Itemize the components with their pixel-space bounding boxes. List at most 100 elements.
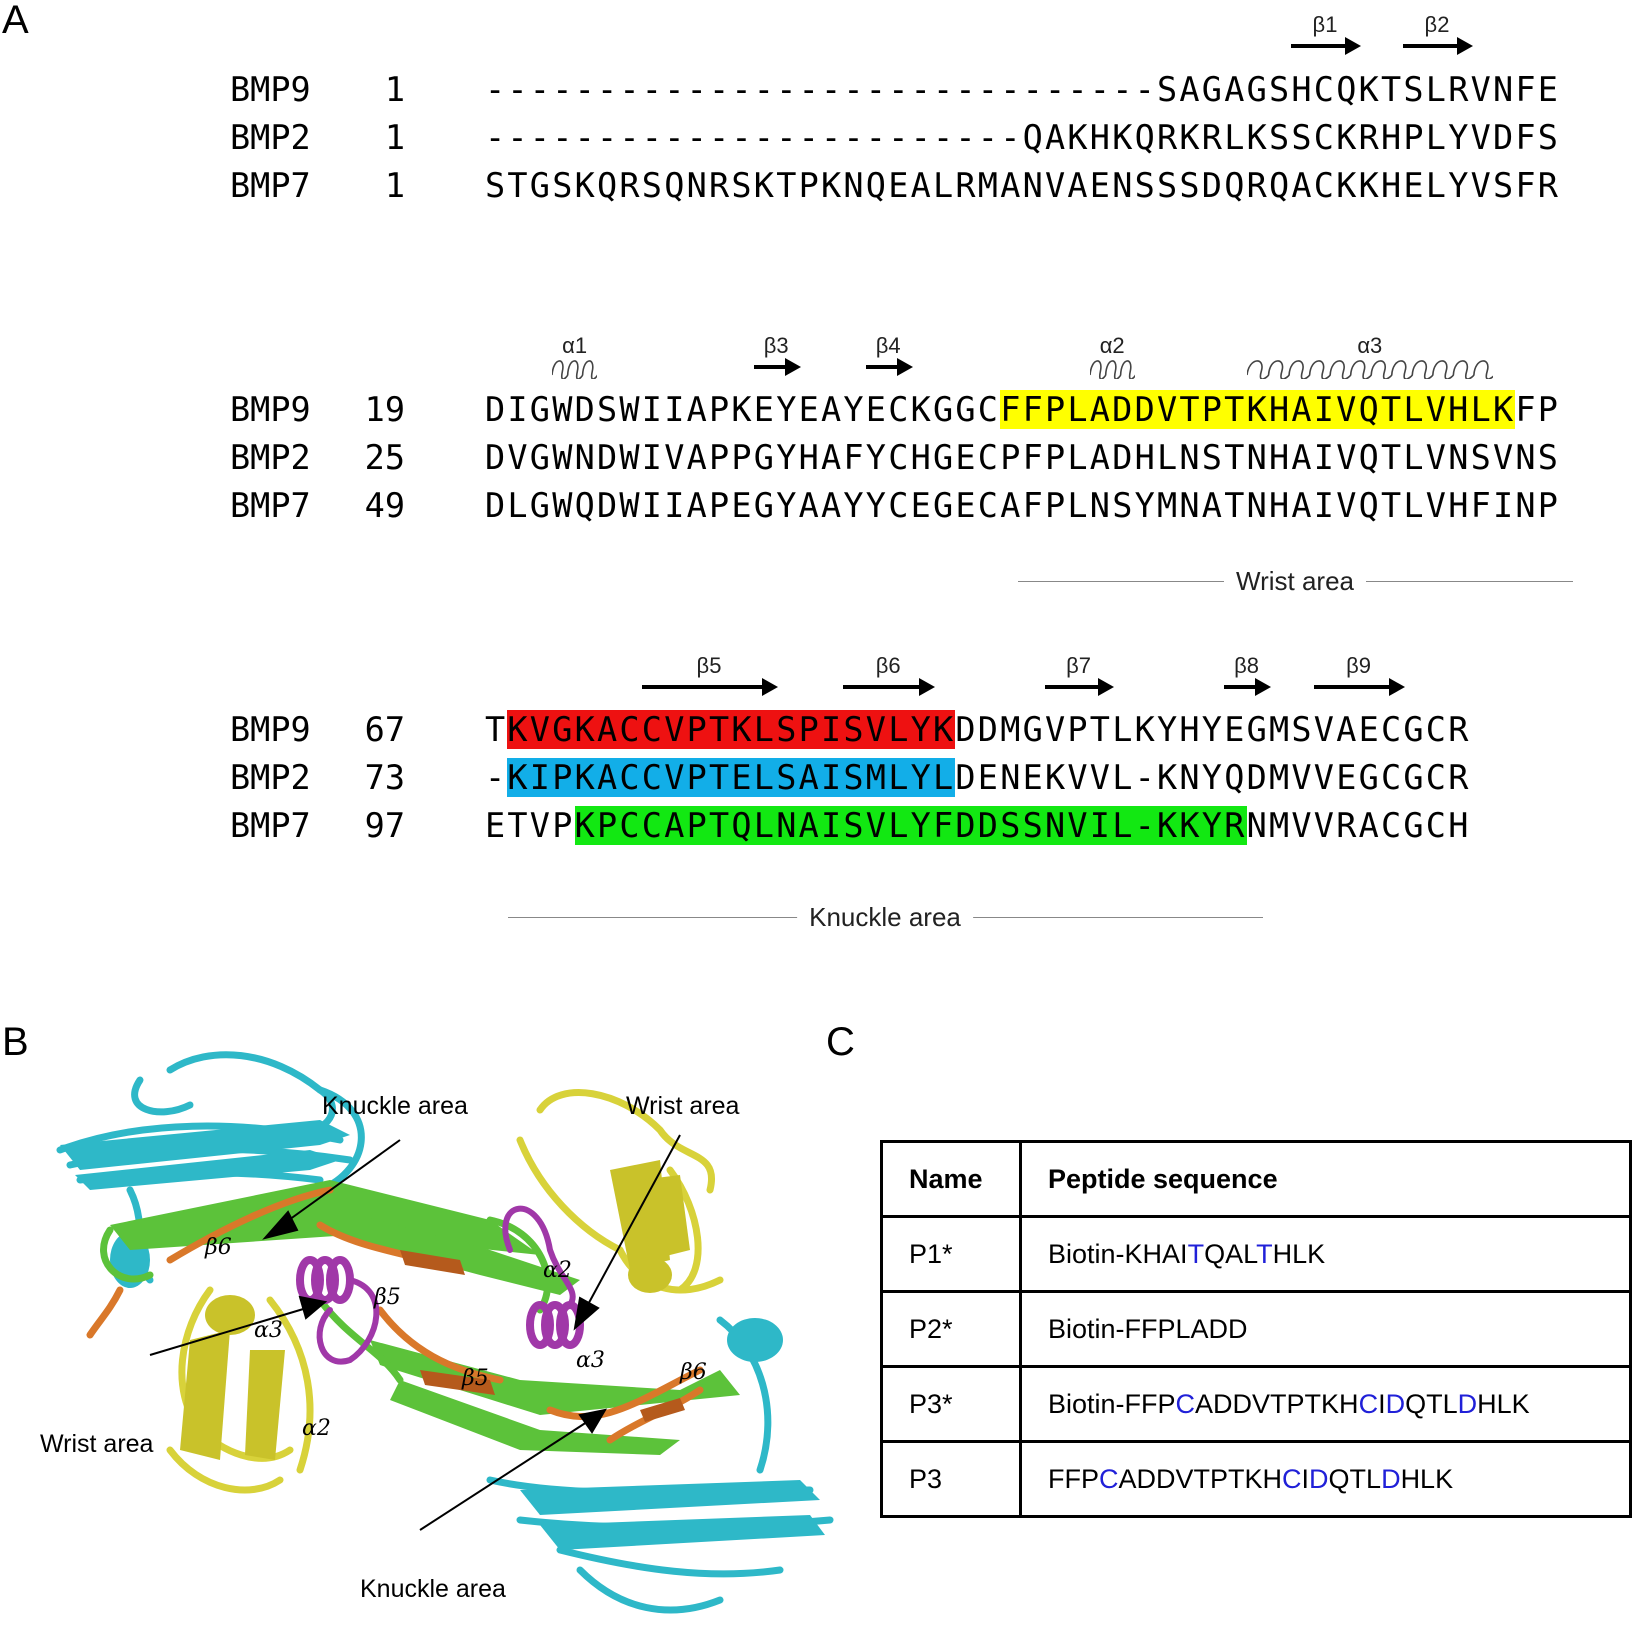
peptide-sequence: FFPCADDVTPTKHCIDQTLDHLK [1019,1440,1632,1518]
sequence-start: 25 [364,438,405,477]
sequence-segment: DIGWDSWIIAPKEYEAYECKGGC [485,390,1001,429]
sequence-part: ADDVTPTKH [1118,1463,1283,1494]
sequence-part: Biotin-FFP [1048,1388,1176,1419]
sequence-segment: ------------------------------SAGAGSHCQK… [485,70,1561,109]
helix-coil [1089,360,1135,379]
highlighted-segment: KPCCAPTQLNAISVLYFDDSSNVIL-KKYR [574,806,1247,845]
structure-label-wrist-left: Wrist area [40,1430,154,1458]
sequence-segment: ETVP [485,806,575,845]
highlighted-segment: KVGKACCVPTKLSPISVLYK [507,710,956,749]
sequence-name: BMP2 [230,118,311,157]
sequence-part: I [1378,1388,1386,1419]
sequence-residues: STGSKQRSQNRSKTPKNQEALRMANVAENSSSDQRQACKK… [485,166,1560,206]
sequence-part: ADDVTPTKH [1195,1388,1359,1419]
sequence-part: HLK [1272,1238,1326,1269]
ss-label-a2-left: α2 [302,1416,331,1441]
peptide-name: P3* [880,1365,1022,1443]
sequence-part: QTL [1328,1463,1382,1494]
sequence-segment: DVGWNDWIVAPPGYHAFYCHGECPFPLADHLNSTNHAIVQ… [485,438,1561,477]
sequence-residues: ETVPKPCCAPTQLNAISVLYFDDSSNVIL-KKYRNMVVRA… [485,806,1471,846]
sequence-name: BMP2 [230,438,311,477]
wrist-area-label: Wrist area [1224,566,1366,597]
strand-label: β1 [1312,12,1338,37]
strand-arrow [1045,678,1115,696]
sequence-name: BMP9 [230,70,311,109]
panel-label-b: B [2,1020,29,1064]
header-name: Name [880,1140,1022,1218]
strand-arrow [641,678,779,696]
sequence-part: HLK [1477,1388,1530,1419]
peptide-table: Name Peptide sequence P1*Biotin-KHAITQAL… [880,1140,1632,1518]
sequence-segment: DDMGVPTLKYHYEGMSVAECGCR [955,710,1471,749]
sequence-residues: DLGWQDWIIAPEGYAAYYCEGECAFPLNSYMNATNHAIVQ… [485,486,1560,526]
sequence-start: 19 [364,390,405,429]
sequence-segment: NMVVRACGCH [1246,806,1471,845]
strand-label: β4 [875,333,901,358]
ss-label-a2-right: α2 [543,1258,572,1283]
sequence-name: BMP7 [230,486,311,525]
ss-label-b5-mid: β5 [462,1366,489,1391]
sequence-start: 1 [384,166,405,205]
knuckle-area-label: Knuckle area [797,902,973,933]
sequence-start: 97 [364,806,405,845]
sequence-segment: T [485,710,508,749]
structure-label-knuckle-top: Knuckle area [322,1092,468,1120]
sequence-start: 73 [364,758,405,797]
sequence-residues: TKVGKACCVPTKLSPISVLYKDDMGVPTLKYHYEGMSVAE… [485,710,1471,750]
panel-label-c: C [826,1020,855,1064]
sequence-part: HLK [1400,1463,1454,1494]
ss-label-b5-top: β5 [374,1285,401,1310]
peptide-sequence: Biotin-FFPCADDVTPTKHCIDQTLDHLK [1019,1365,1632,1443]
sequence-name: BMP9 [230,390,311,429]
mutated-residue: C [1175,1388,1196,1419]
sequence-residues: DVGWNDWIVAPPGYHAFYCHGECPFPLADHLNSTNHAIVQ… [485,438,1560,478]
strand-arrow [1291,37,1361,55]
strand-label: β7 [1066,653,1092,678]
ss-label-b6-right: β6 [680,1360,707,1385]
sequence-segment: FP [1515,390,1561,429]
helix-label: α3 [1357,333,1383,358]
sequence-start: 49 [364,486,405,525]
sequence-start: 1 [384,70,405,109]
mutated-residue: C [1282,1463,1302,1494]
strand-arrow [753,358,801,376]
sequence-residues: ------------------------------SAGAGSHCQK… [485,70,1560,110]
ss-label-b6-left: β6 [205,1235,232,1260]
strand-arrow [843,678,935,696]
structure-label-wrist-top: Wrist area [626,1092,740,1120]
mutated-residue: T [1256,1238,1273,1269]
sequence-part: Biotin-FFPLADD [1048,1313,1248,1344]
sequence-part: Biotin-KHAI [1048,1238,1188,1269]
sequence-residues: DIGWDSWIIAPKEYEAYECKGGCFFPLADDVTPTKHAIVQ… [485,390,1560,430]
sequence-start: 67 [364,710,405,749]
mutated-residue: T [1187,1238,1205,1269]
ss-label-a3-right: α3 [576,1348,605,1373]
highlighted-segment: FFPLADDVTPTKHAIVQTLVHLK [1000,390,1516,429]
sequence-name: BMP9 [230,710,311,749]
mutated-residue: C [1099,1463,1119,1494]
highlighted-segment: KIPKACCVPTELSAISMLYL [507,758,956,797]
table-row: P3*Biotin-FFPCADDVTPTKHCIDQTLDHLK [880,1365,1632,1443]
strand-arrow [1224,678,1271,696]
sequence-segment: STGSKQRSQNRSKTPKNQEALRMANVAENSSSDQRQACKK… [485,166,1561,205]
strand-label: β5 [696,653,722,678]
peptide-name: P1* [880,1215,1022,1293]
sequence-segment: DLGWQDWIIAPEGYAAYYCEGECAFPLNSYMNATNHAIVQ… [485,486,1561,525]
helix-label: α1 [562,333,588,358]
bmp9-ribbon-structure [56,1051,834,1614]
peptide-name: P3 [880,1440,1022,1518]
sequence-name: BMP2 [230,758,311,797]
helix-label: α2 [1099,333,1125,358]
sequence-residues: -KIPKACCVPTELSAISMLYLDENEKVVL-KNYQDMVVEG… [485,758,1471,798]
sequence-segment: DENEKVVL-KNYQDMVVEGCGCR [955,758,1471,797]
strand-label: β9 [1346,653,1372,678]
table-row: P2*Biotin-FFPLADD [880,1290,1632,1368]
sequence-part: FFP [1048,1463,1099,1494]
sequence-start: 1 [384,118,405,157]
strand-label: β6 [875,653,901,678]
sequence-segment: ------------------------QAKHKQRKRLKSSCKR… [485,118,1561,157]
strand-label: β2 [1424,12,1450,37]
helix-coil [1246,360,1493,379]
strand-label: β3 [763,333,789,358]
